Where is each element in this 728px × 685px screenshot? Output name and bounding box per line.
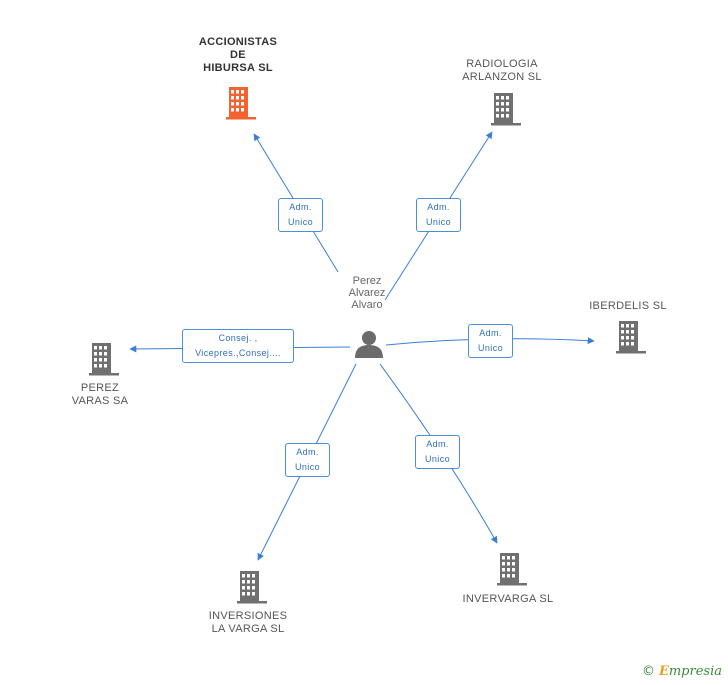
node-label-accionistas[interactable]: ACCIONISTAS DE HIBURSA SL xyxy=(188,36,288,75)
building-icon[interactable] xyxy=(88,342,120,381)
edge-label-inversiones[interactable]: Adm. Unico xyxy=(285,443,330,477)
node-label-line: INVERVARGA SL xyxy=(462,593,554,605)
edge-label-line: Unico xyxy=(425,217,451,227)
edge-label-invervarga[interactable]: Adm. Unico xyxy=(415,435,460,469)
node-label-line: VARAS SA xyxy=(71,395,129,407)
node-label-line: LA VARGA SL xyxy=(211,623,285,635)
edge-label-line: Adm. xyxy=(289,202,312,212)
edge-label-line: Consej. , xyxy=(218,333,258,343)
edge-label-line: Vicepres.,Consej.... xyxy=(195,348,281,358)
node-label-line: PEREZ xyxy=(80,382,120,394)
building-icon[interactable] xyxy=(236,570,268,609)
node-label-perez-varas[interactable]: PEREZ VARAS SA xyxy=(50,382,150,408)
edge-label-radiologia[interactable]: Adm. Unico xyxy=(416,198,461,232)
building-icon[interactable] xyxy=(225,86,257,125)
edge-label-iberdelis[interactable]: Adm. Unico xyxy=(468,324,513,358)
edge-label-line: Adm. xyxy=(296,447,319,457)
footer-brand: ©Empresia xyxy=(642,664,722,679)
node-label-iberdelis[interactable]: IBERDELIS SL xyxy=(578,300,678,313)
edge-label-line: Adm. xyxy=(479,328,502,338)
center-name-line: Alvarez xyxy=(348,287,386,299)
edge-label-line: Unico xyxy=(424,454,450,464)
copyright-symbol: © xyxy=(641,664,655,679)
node-label-line: ACCIONISTAS xyxy=(198,36,278,48)
edge-label-line: Unico xyxy=(477,343,503,353)
edge-label-line: Unico xyxy=(287,217,313,227)
edge-label-accionistas[interactable]: Adm. Unico xyxy=(278,198,323,232)
building-icon[interactable] xyxy=(615,320,647,359)
person-icon[interactable] xyxy=(354,329,384,359)
node-label-line: IBERDELIS SL xyxy=(589,300,667,312)
edge-label-line: Unico xyxy=(294,462,320,472)
node-label-radiologia[interactable]: RADIOLOGIA ARLANZON SL xyxy=(452,58,552,84)
center-name-line: Perez xyxy=(352,275,382,287)
brand-name: mpresia xyxy=(668,664,722,679)
node-label-line: DE xyxy=(230,49,246,61)
node-label-line: ARLANZON SL xyxy=(462,71,542,83)
edge-label-line: Adm. xyxy=(426,439,449,449)
node-label-inversiones[interactable]: INVERSIONES LA VARGA SL xyxy=(198,610,298,636)
node-label-line: HIBURSA SL xyxy=(203,62,273,74)
brand-initial: E xyxy=(658,664,669,679)
node-label-line: RADIOLOGIA xyxy=(466,58,538,70)
building-icon[interactable] xyxy=(496,552,528,591)
node-label-invervarga[interactable]: INVERVARGA SL xyxy=(458,593,558,606)
center-person-name: Perez Alvarez Alvaro xyxy=(335,275,399,311)
edge-label-line: Adm. xyxy=(427,202,450,212)
building-icon[interactable] xyxy=(490,92,522,131)
center-name-line: Alvaro xyxy=(351,299,383,311)
node-label-line: INVERSIONES xyxy=(208,610,288,622)
edge-label-perez-varas[interactable]: Consej. , Vicepres.,Consej.... xyxy=(182,329,294,363)
